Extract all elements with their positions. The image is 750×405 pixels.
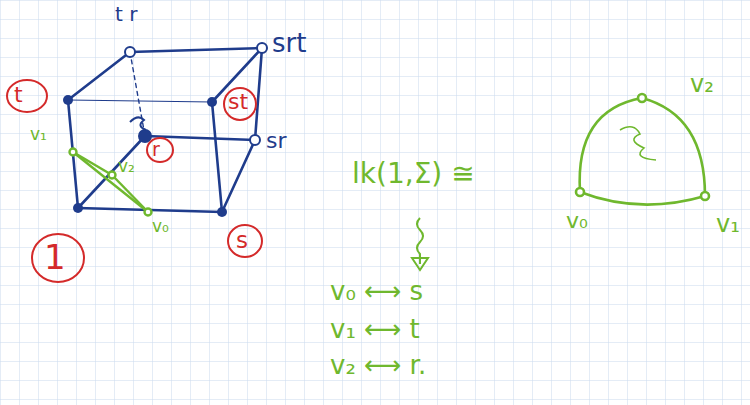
shading-squiggle — [130, 117, 146, 130]
vertex-label: v₀ — [152, 218, 169, 235]
circled-vertex-label: t — [14, 84, 23, 106]
squiggle-arrow — [412, 218, 428, 270]
circled-vertex-label: st — [228, 91, 248, 113]
circled-vertex-label: s — [236, 229, 248, 252]
vertex-label: srt — [272, 30, 306, 56]
correspondence: v₂ ⟷ r. — [330, 352, 426, 378]
vertex-label: sr — [266, 130, 287, 152]
correspondence: v₀ ⟷ s — [330, 278, 423, 304]
circled-vertex-label: 1 — [44, 240, 66, 274]
vertex-label: v₂ — [118, 158, 135, 175]
cube-edges — [68, 48, 262, 212]
formula: lk(1,Σ) ≅ — [352, 160, 475, 188]
vertex-label: t r — [115, 4, 137, 24]
vertex-label: v₁ — [716, 212, 740, 236]
link-simplex-in-cube — [70, 149, 152, 216]
red-circles — [7, 80, 262, 282]
triangle-2-simplex — [576, 94, 709, 205]
correspondence: v₁ ⟷ t — [330, 316, 420, 342]
vertex-label: v₁ — [30, 126, 47, 143]
vertex-label: v₂ — [690, 72, 714, 96]
cube-vertices — [63, 43, 267, 217]
circled-vertex-label: r — [152, 140, 160, 159]
vertex-label: v₀ — [566, 210, 588, 232]
